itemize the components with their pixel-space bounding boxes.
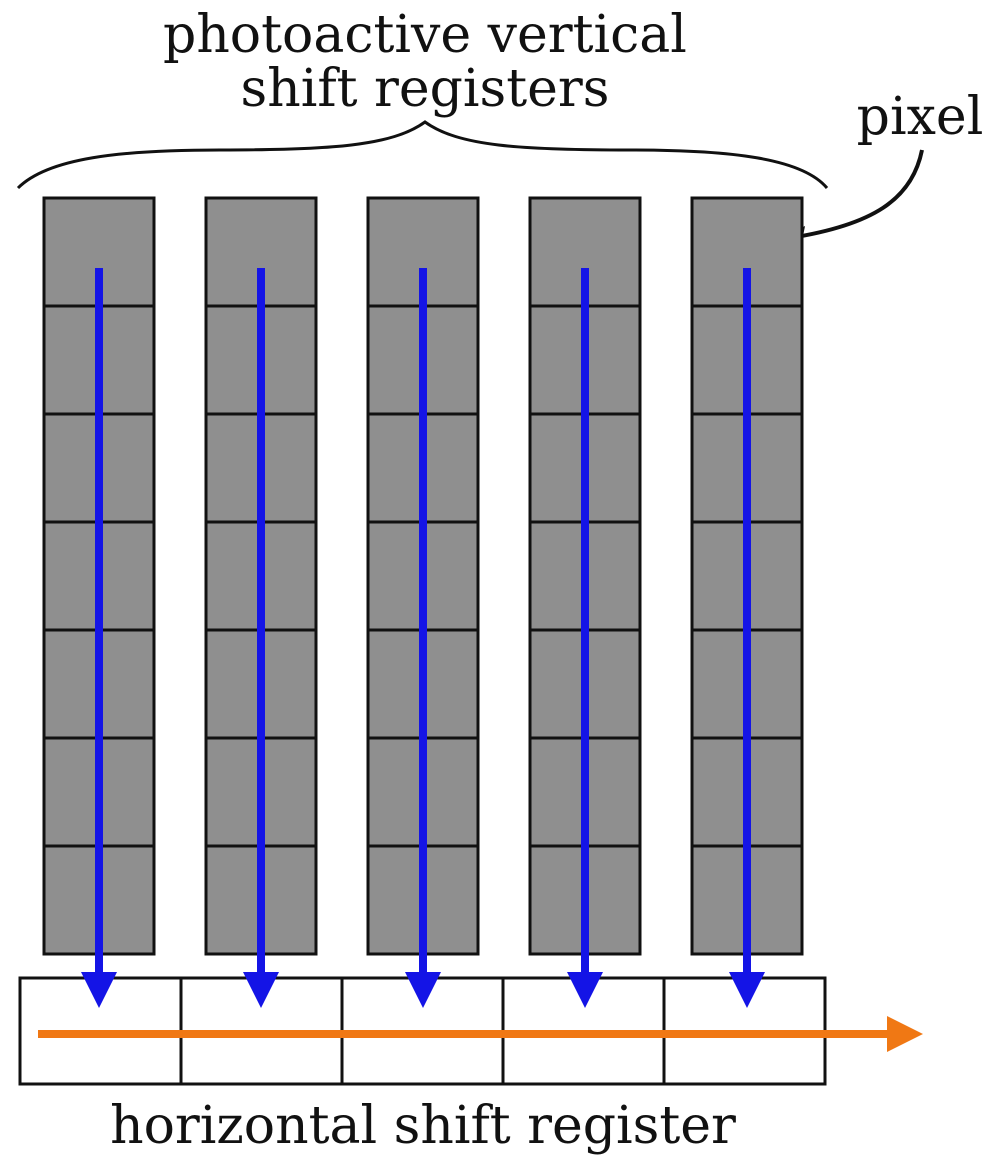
vertical-transfer-arrows bbox=[81, 268, 765, 1008]
pixel-pointer-line bbox=[789, 149, 924, 240]
title-line-1: photoactive vertical bbox=[163, 5, 687, 65]
title-line-2: shift registers bbox=[241, 59, 610, 119]
pixel-label: pixel bbox=[857, 87, 984, 147]
horizontal-register-label: horizontal shift register bbox=[110, 1096, 736, 1156]
vertical-registers-brace bbox=[16, 120, 829, 190]
